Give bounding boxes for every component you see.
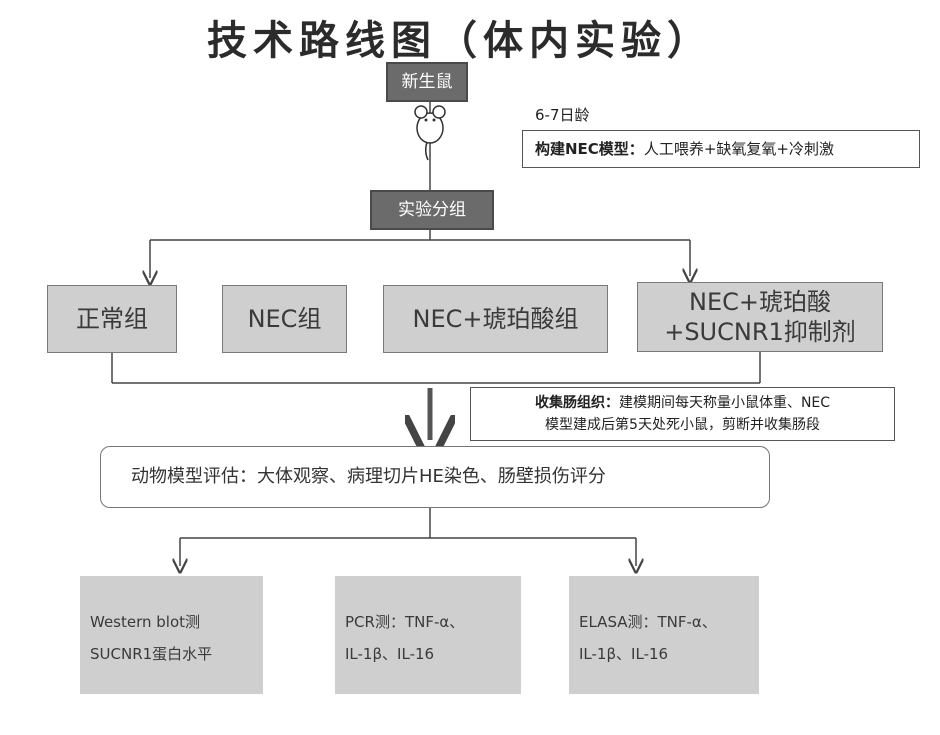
age-label: 6-7日龄	[535, 104, 590, 125]
model-text: 人工喂养+缺氧复氧+冷刺激	[644, 140, 834, 158]
detect-line1: Western blot测	[90, 606, 253, 638]
detect-line2: IL-1β、IL-16	[579, 638, 749, 670]
group-label: NEC组	[248, 305, 322, 333]
newborn-mice-node: 新生鼠	[386, 62, 468, 102]
model-construction-box: 构建NEC模型：人工喂养+缺氧复氧+冷刺激	[522, 130, 920, 168]
detect-line1: ELASA测：TNF-α、	[579, 606, 749, 638]
diagram-title: 技术路线图（体内实验）	[180, 8, 740, 66]
collect-text-2: 模型建成后第5天处死小鼠，剪断并收集肠段	[479, 414, 886, 436]
group-label-line1: NEC+琥珀酸	[664, 287, 856, 317]
group-nec-succinate: NEC+琥珀酸组	[383, 285, 608, 353]
group-nec-succinate-inhibitor: NEC+琥珀酸 +SUCNR1抑制剂	[637, 282, 883, 352]
model-label: 构建NEC模型：	[535, 140, 644, 158]
experiment-grouping-node: 实验分组	[370, 190, 494, 230]
western-blot-box: Western blot测 SUCNR1蛋白水平	[80, 576, 263, 694]
elisa-box: ELASA测：TNF-α、 IL-1β、IL-16	[569, 576, 759, 694]
group-label: 正常组	[76, 305, 148, 333]
detect-line1: PCR测：TNF-α、	[345, 606, 511, 638]
group-label: NEC+琥珀酸组	[413, 305, 579, 333]
detect-line2: IL-1β、IL-16	[345, 638, 511, 670]
detect-line2: SUCNR1蛋白水平	[90, 638, 253, 670]
model-assessment-box: 动物模型评估：大体观察、病理切片HE染色、肠壁损伤评分	[100, 446, 770, 508]
collect-tissue-box: 收集肠组织：建模期间每天称量小鼠体重、NEC 模型建成后第5天处死小鼠，剪断并收…	[470, 387, 895, 441]
collect-text-1: 建模期间每天称量小鼠体重、NEC	[619, 395, 830, 411]
collect-label: 收集肠组织：	[535, 395, 619, 411]
pcr-box: PCR测：TNF-α、 IL-1β、IL-16	[335, 576, 521, 694]
group-label-line2: +SUCNR1抑制剂	[664, 317, 856, 347]
group-nec: NEC组	[222, 285, 347, 353]
group-normal: 正常组	[47, 285, 177, 353]
